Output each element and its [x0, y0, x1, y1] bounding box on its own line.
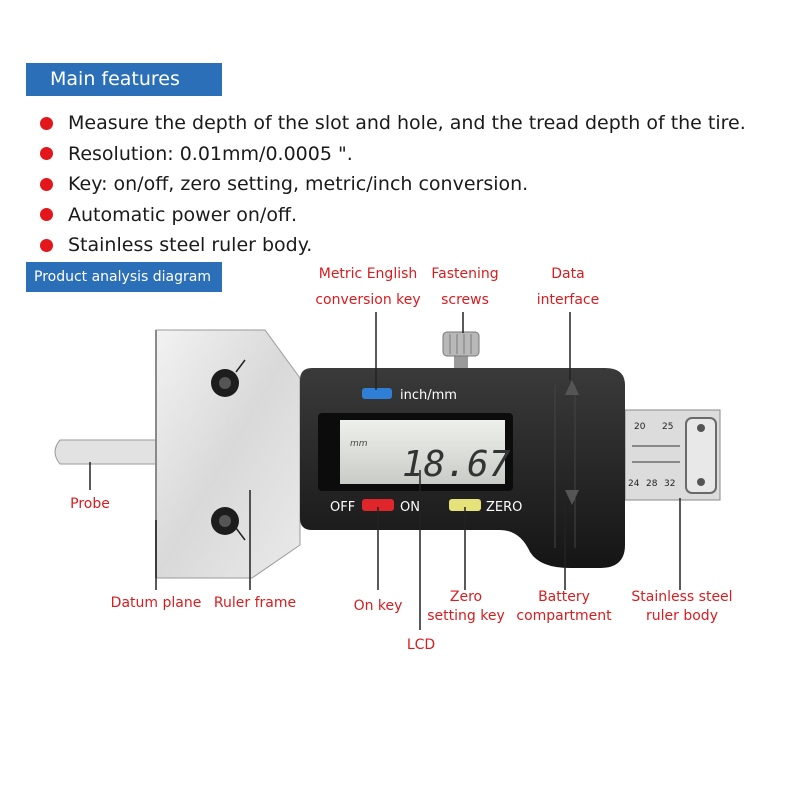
ruler-frame: [155, 329, 301, 579]
product-analysis-banner: Product analysis diagram: [26, 262, 222, 292]
zero-label: ZERO: [486, 500, 522, 515]
scale-number: 28: [646, 479, 658, 489]
battery-line1: Battery: [538, 589, 590, 605]
battery-line2: compartment: [516, 608, 612, 624]
zero-setting-key-label: Zero setting key: [418, 588, 514, 626]
feature-text: Automatic power on/off.: [68, 203, 298, 226]
feature-text: Stainless steel ruler body.: [68, 234, 313, 257]
product-analysis-title: Product analysis diagram: [34, 269, 211, 285]
probe: [54, 439, 159, 465]
zero-line2: setting key: [427, 608, 505, 624]
lcd-screen: [340, 420, 505, 484]
bullet-icon: [40, 177, 53, 191]
feature-item: Key: on/off, zero setting, metric/inch c…: [40, 169, 746, 200]
stainless-line1: Stainless steel: [631, 589, 733, 605]
data-interface-label: Data interface: [523, 261, 613, 313]
feature-list: Measure the depth of the slot and hole, …: [40, 108, 746, 261]
data-line1: Data: [551, 266, 585, 282]
stainless-ruler-label: Stainless steel ruler body: [622, 588, 742, 626]
bullet-icon: [40, 238, 53, 252]
callout-lines: [89, 312, 681, 630]
on-label: ON: [400, 500, 420, 515]
battery-arrow-icon: [565, 490, 579, 505]
fastening-screw-icon: [211, 507, 239, 535]
fastening-knob: [442, 331, 480, 370]
scale-number: 20: [634, 422, 646, 432]
on-key-label: On key: [353, 598, 403, 614]
inch-mm-label: inch/mm: [400, 388, 457, 403]
metric-english-line2: conversion key: [315, 292, 421, 308]
scale-number: 32: [664, 479, 675, 489]
stainless-line2: ruler body: [646, 608, 718, 624]
bullet-icon: [40, 116, 53, 130]
bullet-icon: [40, 208, 53, 222]
metric-english-label: Metric English conversion key: [303, 261, 433, 313]
stainless-ruler-body: [624, 409, 721, 501]
lcd-label: LCD: [406, 637, 436, 653]
feature-text: Key: on/off, zero setting, metric/inch c…: [68, 173, 529, 196]
fastening-screws-label: Fastening screws: [420, 261, 510, 313]
feature-item: Resolution: 0.01mm/0.0005 ".: [40, 139, 746, 170]
zero-line1: Zero: [449, 589, 483, 605]
inch-mm-button[interactable]: [362, 388, 392, 399]
ruler-frame-label: Ruler frame: [213, 595, 297, 611]
data-interface-arrow-icon: [565, 380, 579, 395]
feature-item: Stainless steel ruler body.: [40, 230, 746, 261]
data-line2: interface: [536, 292, 600, 308]
probe-label: Probe: [70, 496, 110, 512]
zero-button[interactable]: [449, 499, 481, 511]
on-off-button[interactable]: [362, 499, 394, 511]
feature-item: Measure the depth of the slot and hole, …: [40, 108, 746, 139]
fastening-line1: Fastening: [431, 266, 499, 282]
bullet-icon: [40, 147, 53, 161]
feature-item: Automatic power on/off.: [40, 200, 746, 231]
metric-english-line1: Metric English: [318, 266, 418, 282]
fastening-line2: screws: [441, 292, 489, 308]
datum-plane-label: Datum plane: [110, 595, 202, 611]
off-label: OFF: [330, 500, 355, 515]
scale-number: 25: [662, 422, 673, 432]
battery-compartment-label: Battery compartment: [512, 588, 616, 626]
lcd-unit: mm: [350, 439, 368, 449]
main-features-title: Main features: [50, 68, 180, 90]
main-features-banner: Main features: [26, 63, 222, 96]
lcd-reading: 18.67: [402, 444, 511, 485]
feature-text: Resolution: 0.01mm/0.0005 ".: [68, 142, 353, 165]
feature-text: Measure the depth of the slot and hole, …: [68, 112, 746, 135]
fastening-screw-icon: [211, 369, 239, 397]
scale-number: 24: [628, 479, 640, 489]
